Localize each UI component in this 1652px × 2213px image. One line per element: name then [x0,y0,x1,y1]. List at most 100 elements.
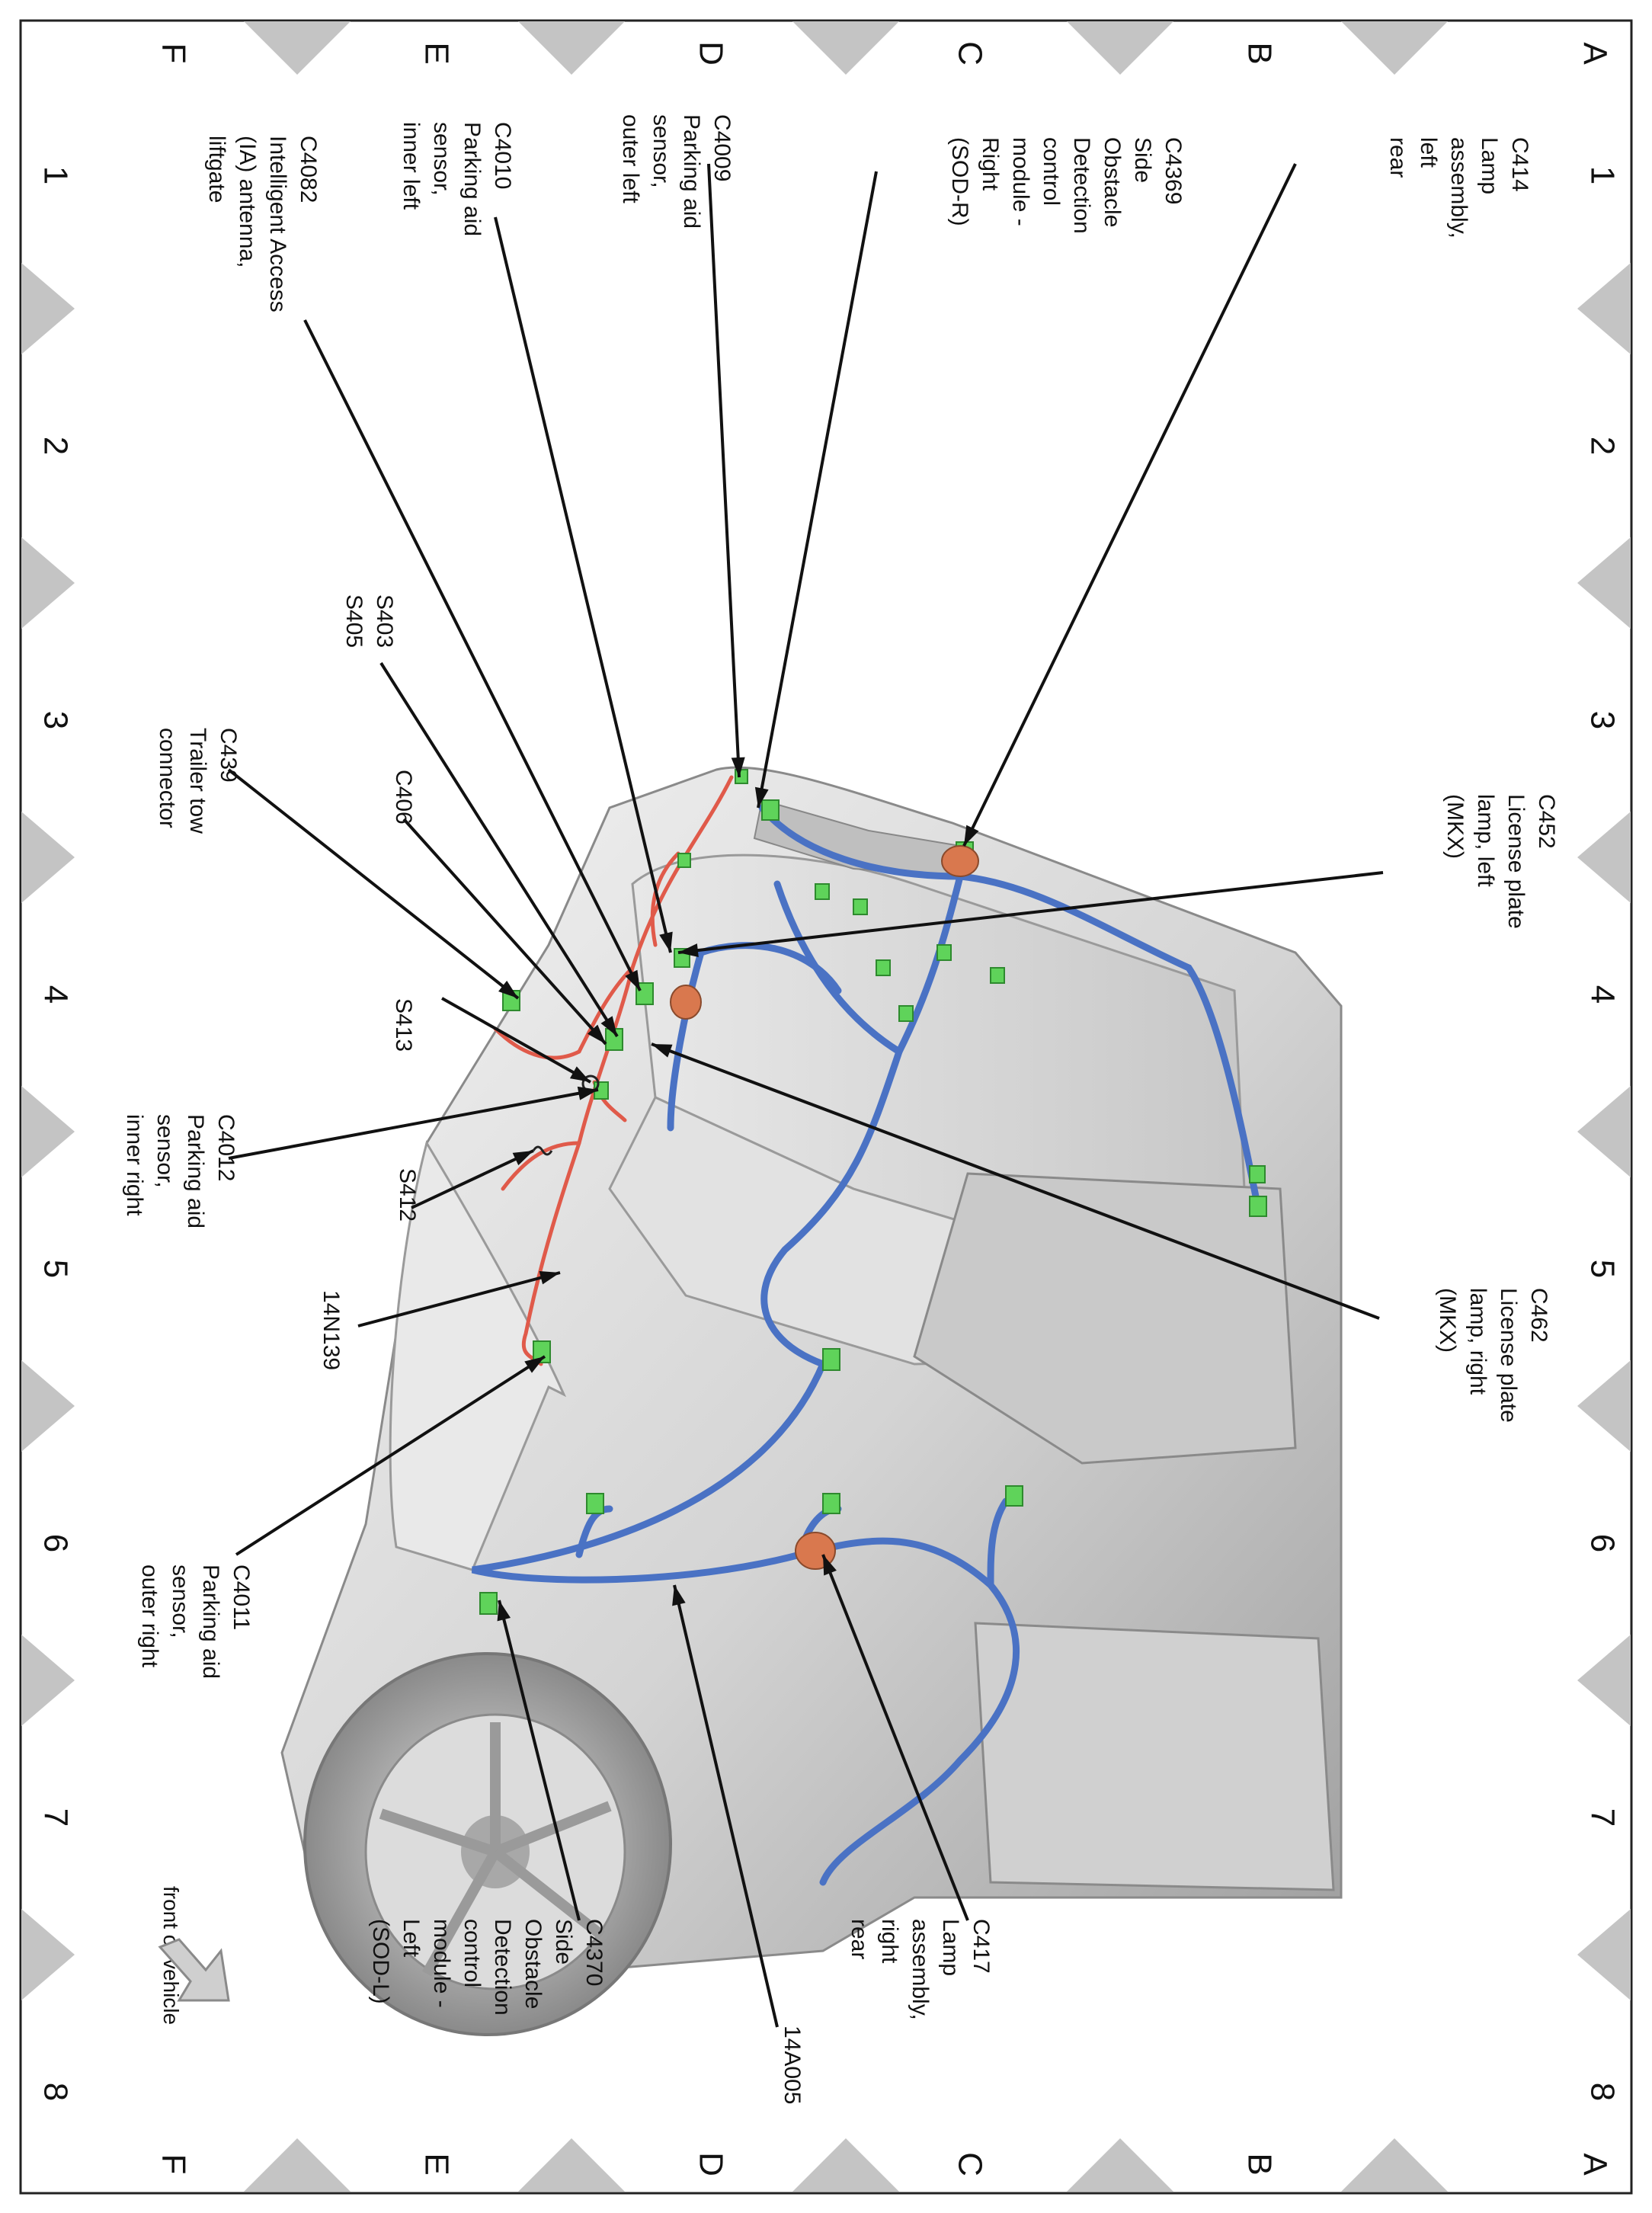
label-c4369: C4369SideObstacleDetectioncontrolmodule … [947,137,1186,234]
label-c4370-line: (SOD-L) [368,1919,393,2004]
label-c4011-line: Parking aid [198,1564,223,1679]
grid-marker-left [21,1360,75,1452]
label-n14n139: 14N139 [319,1290,344,1370]
leader-c462 [651,1042,1380,1320]
grid-column-label-4: 4 [37,985,74,1004]
leader-n14n139 [357,1271,561,1327]
leader-c4082 [303,319,642,991]
label-c4012-line: inner right [122,1114,147,1216]
label-c462-line: C462 [1526,1288,1551,1343]
grid-column-label-7: 7 [37,1808,74,1827]
leader-c4009 [707,163,741,778]
vehicle-illustration [280,766,1343,2036]
grid-marker-right [1577,537,1631,629]
label-c4369-line: control [1039,137,1064,206]
label-c462-line: lamp, right [1465,1288,1490,1395]
arrowhead-c4082 [625,969,640,991]
leader-s413 [441,997,591,1084]
grid-marker-right [1577,812,1631,903]
leader-c4011 [235,1355,546,1556]
label-s412: S412 [395,1168,420,1222]
harness-14n139 [493,775,734,1366]
grid-marker-left [21,812,75,903]
grid-markers [21,21,1631,2192]
label-c4369-line: C4369 [1161,137,1186,204]
label-c4370-line: Obstacle [520,1919,546,2009]
label-c417-line: Lamp [938,1919,963,1976]
grid-column-label-3: 3 [1583,711,1621,729]
grid-marker-right [1577,1635,1631,1726]
grid-marker-bottom [518,2138,625,2192]
label-c4370-line: control [459,1919,485,1987]
leader-lines [227,163,1384,2028]
label-c4082-line: C4082 [296,136,321,203]
label-c414-line: C414 [1507,137,1532,192]
grommets [670,845,979,1570]
leader-s412 [411,1149,534,1209]
rear-door [974,1622,1335,1891]
arrowhead-c4369 [754,786,769,808]
leader-n14a005 [673,1584,779,2028]
label-c4370-line: module - [429,1919,454,2008]
grid-row-label-e: E [418,42,455,64]
label-c4012-line: C4012 [213,1114,239,1181]
label-c4009-line: outer left [618,114,643,203]
label-n14a005-line: 14A005 [780,2026,805,2104]
grid-column-label-2: 2 [1583,437,1621,455]
grid-column-label-1: 1 [1583,166,1621,184]
arrowhead-c4011 [524,1356,545,1373]
label-c439-line: connector [155,728,180,828]
leader-c4370 [498,1600,581,1921]
label-c439-line: C439 [216,728,241,783]
label-c4009-line: Parking aid [679,114,704,229]
label-c417-line: C417 [968,1919,994,1974]
grid-column-label-5: 5 [37,1260,74,1278]
label-c4370-line: Detection [490,1919,515,2016]
grid-row-label-c: C [951,2152,988,2176]
arrowhead-c462 [652,1044,673,1058]
arrowhead-n14a005 [672,1585,686,1606]
leader-c414 [962,163,1297,847]
arrowhead-n14n139 [539,1270,560,1285]
leader-s403 [379,661,619,1038]
grid-marker-top [244,21,351,75]
label-c4369-line: Obstacle [1100,137,1125,227]
arrowhead-c417 [823,1555,837,1576]
label-c462-line: (MKX) [1435,1288,1460,1353]
side-window-opening [913,1172,1297,1465]
leader-c4369 [757,171,878,809]
arrowhead-c414 [964,825,979,846]
label-c4012-line: sensor, [152,1114,178,1188]
label-c4011-line: outer right [137,1564,162,1668]
grid-column-label-1: 1 [37,166,74,184]
label-c4369-line: module - [1008,137,1033,226]
arrowhead-c4009 [731,757,745,777]
label-c414-line: assembly, [1446,137,1471,239]
label-s403-line: S403 [372,594,397,648]
label-n14a005: 14A005 [780,2026,805,2104]
grid-marker-left [21,537,75,629]
arrowhead-c4370 [497,1600,511,1622]
rear-wheel [303,1652,672,2036]
leader-c439 [227,768,520,1000]
label-s413: S413 [391,998,416,1052]
leader-c4010 [494,216,672,953]
label-c4011-line: sensor, [168,1564,193,1638]
label-s403-line: S405 [341,594,367,648]
label-c414-line: left [1416,137,1441,168]
label-c414-line: Lamp [1477,137,1502,194]
label-c452-line: lamp, left [1473,794,1498,887]
label-c4370-line: Side [551,1919,576,1965]
label-c4369-line: Right [978,137,1003,191]
label-c417-line: right [877,1919,902,1964]
grid-row-label-f: F [155,43,192,64]
